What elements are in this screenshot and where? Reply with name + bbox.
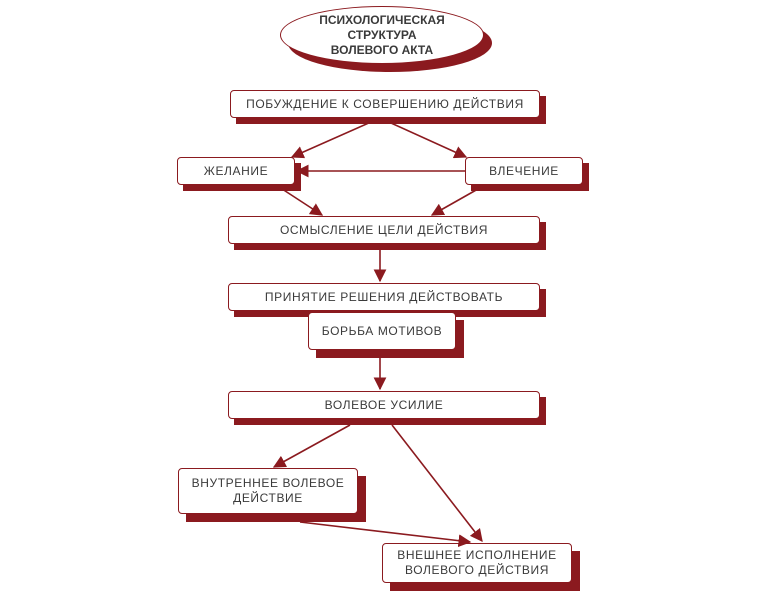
desire-box: ЖЕЛАНИЕ — [177, 157, 295, 185]
internal-label: ВНУТРЕННЕЕ ВОЛЕВОЕ ДЕЙСТВИЕ — [191, 476, 345, 505]
arrow-desire-to-goal — [275, 184, 324, 216]
diagram-title-text: ПСИХОЛОГИЧЕСКАЯ СТРУКТУРА ВОЛЕВОГО АКТА — [319, 12, 445, 57]
goal-box: ОСМЫСЛЕНИЕ ЦЕЛИ ДЕЙСТВИЯ — [228, 216, 540, 244]
attraction-box: ВЛЕЧЕНИЕ — [465, 157, 583, 185]
decision-box: ПРИНЯТИЕ РЕШЕНИЯ ДЕЙСТВОВАТЬ — [228, 283, 540, 311]
desire-label: ЖЕЛАНИЕ — [203, 163, 269, 178]
external-box: ВНЕШНЕЕ ИСПОЛНЕНИЕ ВОЛЕВОГО ДЕЙСТВИЯ — [382, 543, 572, 583]
arrow-effort-to-internal — [272, 424, 351, 468]
attraction-label: ВЛЕЧЕНИЕ — [489, 163, 559, 178]
arrow-motive-to-attraction — [379, 117, 468, 159]
goal-label: ОСМЫСЛЕНИЕ ЦЕЛИ ДЕЙСТВИЯ — [279, 222, 489, 237]
motive-label: ПОБУЖДЕНИЕ К СОВЕРШЕНИЮ ДЕЙСТВИЯ — [246, 96, 524, 111]
struggle-label: БОРЬБА МОТИВОВ — [321, 323, 443, 338]
motive-box: ПОБУЖДЕНИЕ К СОВЕРШЕНИЮ ДЕЙСТВИЯ — [230, 90, 540, 118]
effort-box: ВОЛЕВОЕ УСИЛИЕ — [228, 391, 540, 419]
arrow-attraction-to-goal — [430, 184, 486, 216]
arrow-effort-to-external — [391, 424, 483, 543]
external-label: ВНЕШНЕЕ ИСПОЛНЕНИЕ ВОЛЕВОГО ДЕЙСТВИЯ — [397, 548, 557, 577]
internal-box: ВНУТРЕННЕЕ ВОЛЕВОЕ ДЕЙСТВИЕ — [178, 468, 358, 514]
diagram-title: ПСИХОЛОГИЧЕСКАЯ СТРУКТУРА ВОЛЕВОГО АКТА — [280, 6, 484, 64]
decision-label: ПРИНЯТИЕ РЕШЕНИЯ ДЕЙСТВОВАТЬ — [264, 289, 504, 304]
arrow-internal-to-external — [299, 521, 472, 548]
effort-label: ВОЛЕВОЕ УСИЛИЕ — [324, 397, 444, 412]
struggle-box: БОРЬБА МОТИВОВ — [308, 312, 456, 350]
arrow-motive-to-desire — [290, 117, 381, 159]
